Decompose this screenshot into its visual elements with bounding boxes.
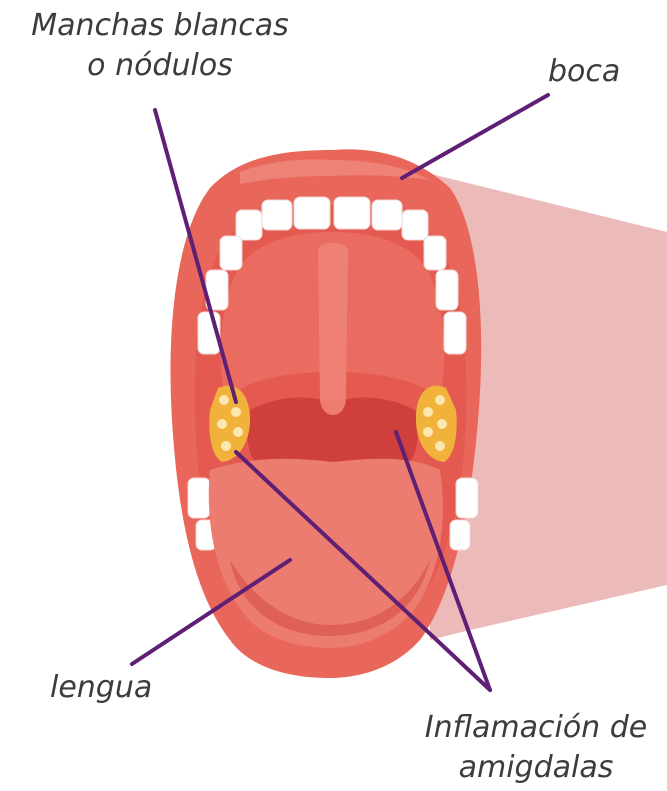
- leader-boca: [402, 95, 548, 178]
- label-inflamacion: Inflamación de amigdalas: [405, 708, 667, 788]
- label-manchas-blancas: Manchas blancas o nódulos: [10, 6, 310, 86]
- label-manchas-line1: Manchas blancas: [10, 6, 310, 46]
- label-inflamacion-line2: amigdalas: [405, 748, 667, 788]
- label-inflamacion-line1: Inflamación de: [405, 708, 667, 748]
- label-manchas-line2: o nódulos: [10, 46, 310, 86]
- label-lengua: lengua: [50, 668, 152, 708]
- label-boca: boca: [548, 52, 620, 92]
- uvula: [318, 243, 348, 416]
